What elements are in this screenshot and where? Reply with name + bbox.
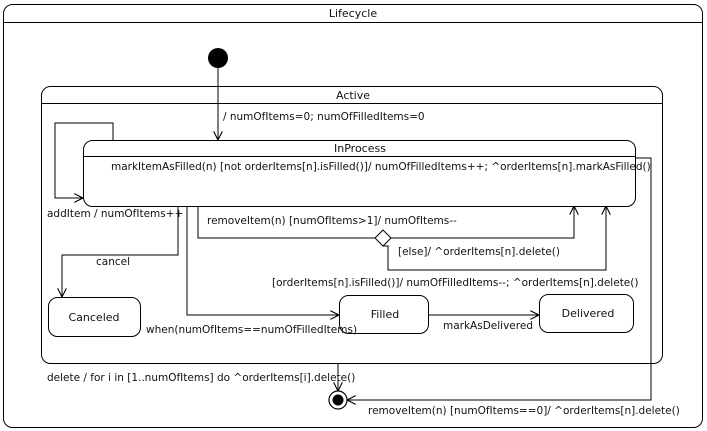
else-branch-label: [else]/ ^orderItems[n].delete() [398,246,560,258]
initial-transition-label: / numOfItems=0; numOfFilledItems=0 [223,111,425,123]
remove-item-label: removeItem(n) [numOfItems>1]/ numOfItems… [207,215,457,227]
inprocess-title: InProcess [334,142,386,155]
add-item-label: addItem / numOfItems++ [47,208,183,220]
active-state-title: Active [336,89,370,102]
delivered-title: Delivered [562,307,615,320]
inprocess-state[interactable]: InProcess markItemAsFilled(n) [not order… [83,140,651,207]
canceled-state[interactable]: Canceled [48,297,141,337]
remove-last-edge [347,157,652,400]
remove-last-label: removeItem(n) [numOfItems==0]/ ^orderIte… [368,405,680,417]
filled-branch-label: [orderItems[n].isFilled()]/ numOfFilledI… [272,277,638,289]
mark-delivered-label: markAsDelivered [443,320,533,332]
cancel-edge [62,206,179,297]
else-branch-edge [391,206,574,239]
add-item-edge [54,122,114,198]
when-filled-label: when(numOfItems==numOfFilledItems) [146,324,357,336]
filled-branch-edge [383,206,606,271]
lifecycle-title: Lifecycle [329,7,377,20]
remove-item-edge [197,206,375,239]
cancel-label: cancel [96,256,130,268]
filled-state[interactable]: Filled [339,295,429,334]
delete-label: delete / for i in [1..numOfItems] do ^or… [47,372,355,384]
canceled-title: Canceled [68,311,119,324]
final-node [328,390,348,410]
initial-node [208,48,228,68]
when-filled-edge [186,206,339,315]
delivered-state[interactable]: Delivered [539,294,634,333]
inprocess-internal-transition: markItemAsFilled(n) [not orderItems[n].i… [111,161,651,173]
filled-title: Filled [371,308,399,321]
